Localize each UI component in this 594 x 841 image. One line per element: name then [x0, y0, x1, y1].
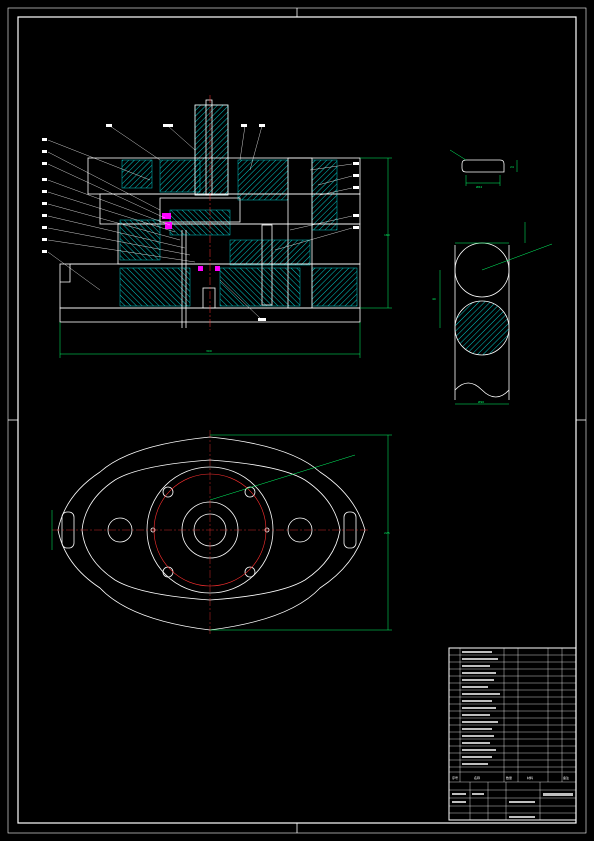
parts-list-entries [462, 651, 500, 765]
signature-entries [452, 793, 573, 818]
signature-block [449, 782, 576, 820]
section-hatching [119, 104, 358, 307]
parts-list-grid [449, 648, 576, 783]
header-cell-name: 名称 [474, 775, 480, 780]
header-cell-remark: 备注 [563, 775, 569, 780]
plan-view: 225 [51, 430, 392, 635]
leader-lines [47, 125, 353, 319]
front-section-view: 300 160 [42, 95, 392, 358]
leader-labels [42, 124, 359, 321]
part-detail-view: Ø64 24 [449, 149, 518, 189]
parts-list-header: 序号 名称 数量 材料 备注 [452, 775, 569, 780]
title-block: 序号 名称 数量 材料 备注 [448, 647, 577, 821]
part-markers [162, 213, 220, 271]
blank-height-dimension: 40 [432, 297, 436, 301]
blank-view: Ø90 40 [432, 222, 553, 405]
header-cell-qty: 数量 [506, 775, 512, 780]
part-diameter-dimension: Ø64 [476, 184, 482, 189]
front-dimensions [59, 157, 392, 358]
front-height-dimension: 160 [384, 233, 390, 237]
plan-height-dimension: 225 [384, 531, 390, 535]
sheet-border [7, 7, 587, 834]
blank-diameter-dimension: Ø90 [478, 399, 484, 404]
header-cell-no: 序号 [452, 775, 458, 780]
front-width-dimension: 300 [206, 349, 212, 353]
header-cell-material: 材料 [527, 775, 533, 780]
part-height-dimension: 24 [510, 165, 514, 169]
